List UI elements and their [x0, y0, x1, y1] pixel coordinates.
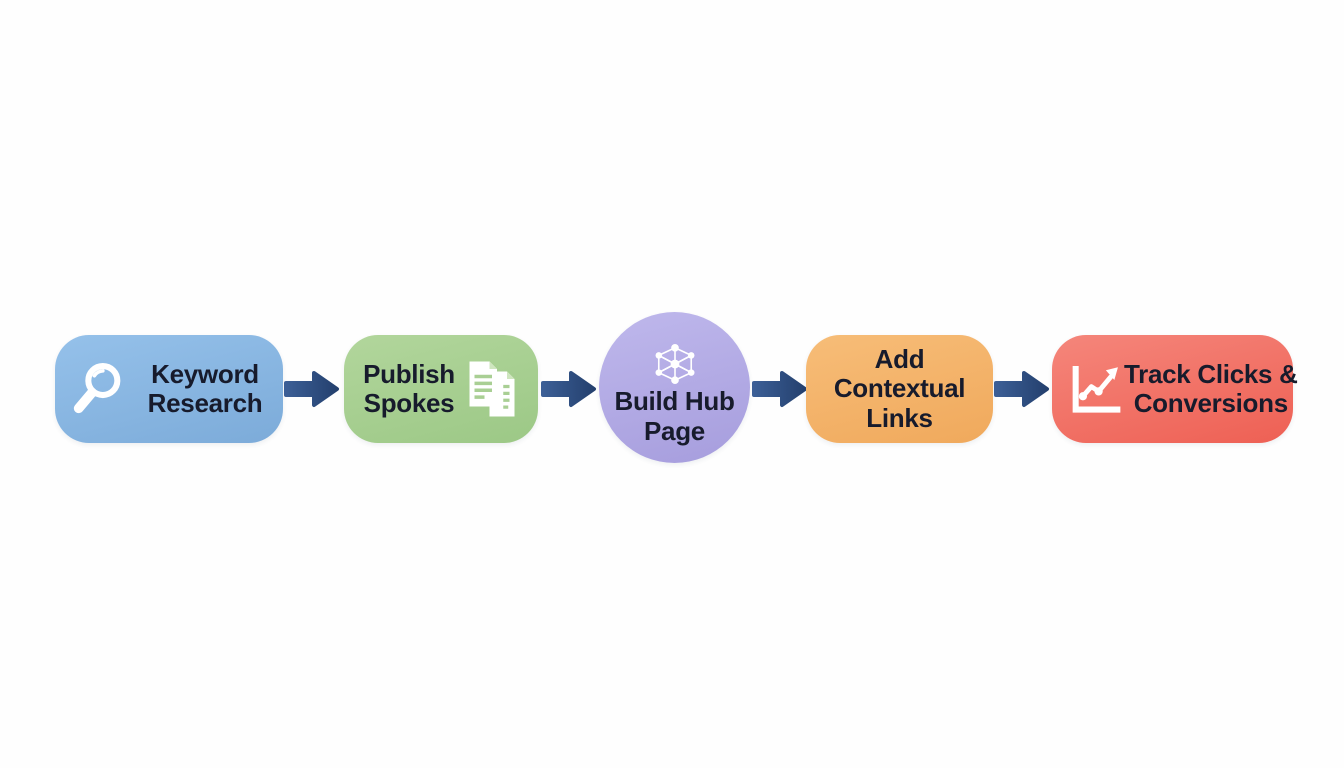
step-label: Publish Spokes: [363, 358, 455, 418]
arrow-right-icon: [993, 367, 1051, 411]
arrow-right-icon: [283, 367, 341, 411]
step-label: Add Contextual Links: [833, 344, 966, 433]
step-build-hub-page: Build Hub Page: [599, 312, 750, 463]
step-label: Keyword Research: [147, 358, 263, 418]
documents-icon: [462, 356, 522, 422]
arrow-right-icon: [751, 367, 809, 411]
chart-up-icon: [1066, 358, 1124, 420]
step-track-clicks-conversions: Track Clicks & Conversions: [1052, 335, 1298, 443]
step-add-contextual-links: Add Contextual Links: [806, 335, 993, 443]
arrow-right-icon: [540, 367, 598, 411]
step-keyword-research: Keyword Research: [55, 335, 283, 443]
network-icon: [652, 343, 698, 385]
step-label: Track Clicks & Conversions: [1124, 358, 1298, 418]
step-publish-spokes: Publish Spokes: [344, 335, 538, 443]
search-icon: [69, 360, 127, 418]
step-label: Build Hub Page: [614, 386, 735, 446]
